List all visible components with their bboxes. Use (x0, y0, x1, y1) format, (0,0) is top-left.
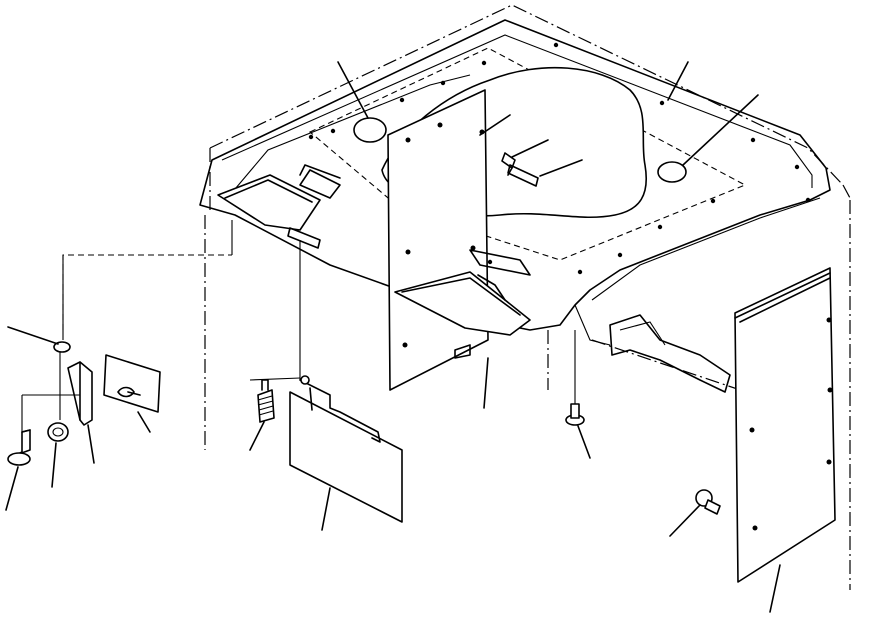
bracket-right (394, 249, 731, 393)
bolt-left (7, 429, 31, 466)
leader-roof-liner (667, 61, 689, 101)
leader-dome-light-right (682, 94, 759, 166)
bolt-right (695, 489, 721, 515)
leader-screw-b (539, 159, 583, 177)
leader-dome-light-left (337, 61, 369, 119)
leader-bracket-right (483, 357, 489, 409)
leader-front-plate (321, 487, 331, 531)
dome-light-right (657, 161, 687, 183)
leader-cover-plate (137, 411, 151, 433)
bolt-center-right (565, 403, 585, 426)
leader-bolt-center-right (577, 425, 591, 459)
leader-lines (5, 61, 781, 613)
leader-screw-a (511, 139, 549, 158)
leader-clip (87, 424, 95, 464)
rear-panel-right (734, 267, 836, 583)
nut-left (47, 422, 69, 442)
leader-bolt-right (669, 504, 701, 537)
leader-center-panel (479, 114, 511, 136)
cover-plate-left (103, 354, 161, 413)
bracket-left (217, 164, 341, 249)
leader-nut (51, 442, 57, 488)
leader-rear-panel (769, 564, 781, 613)
center-panel (387, 89, 489, 391)
leader-spring-bolt (249, 421, 265, 451)
assembly-lines (21, 220, 576, 432)
leader-bolt (5, 466, 19, 511)
screw-center (501, 152, 539, 187)
roof-liner (199, 19, 831, 346)
clip-left (67, 361, 93, 426)
dome-light-left (353, 117, 387, 143)
leader-washer (7, 326, 59, 345)
spring-bolt (257, 379, 275, 423)
front-plate (289, 375, 403, 523)
